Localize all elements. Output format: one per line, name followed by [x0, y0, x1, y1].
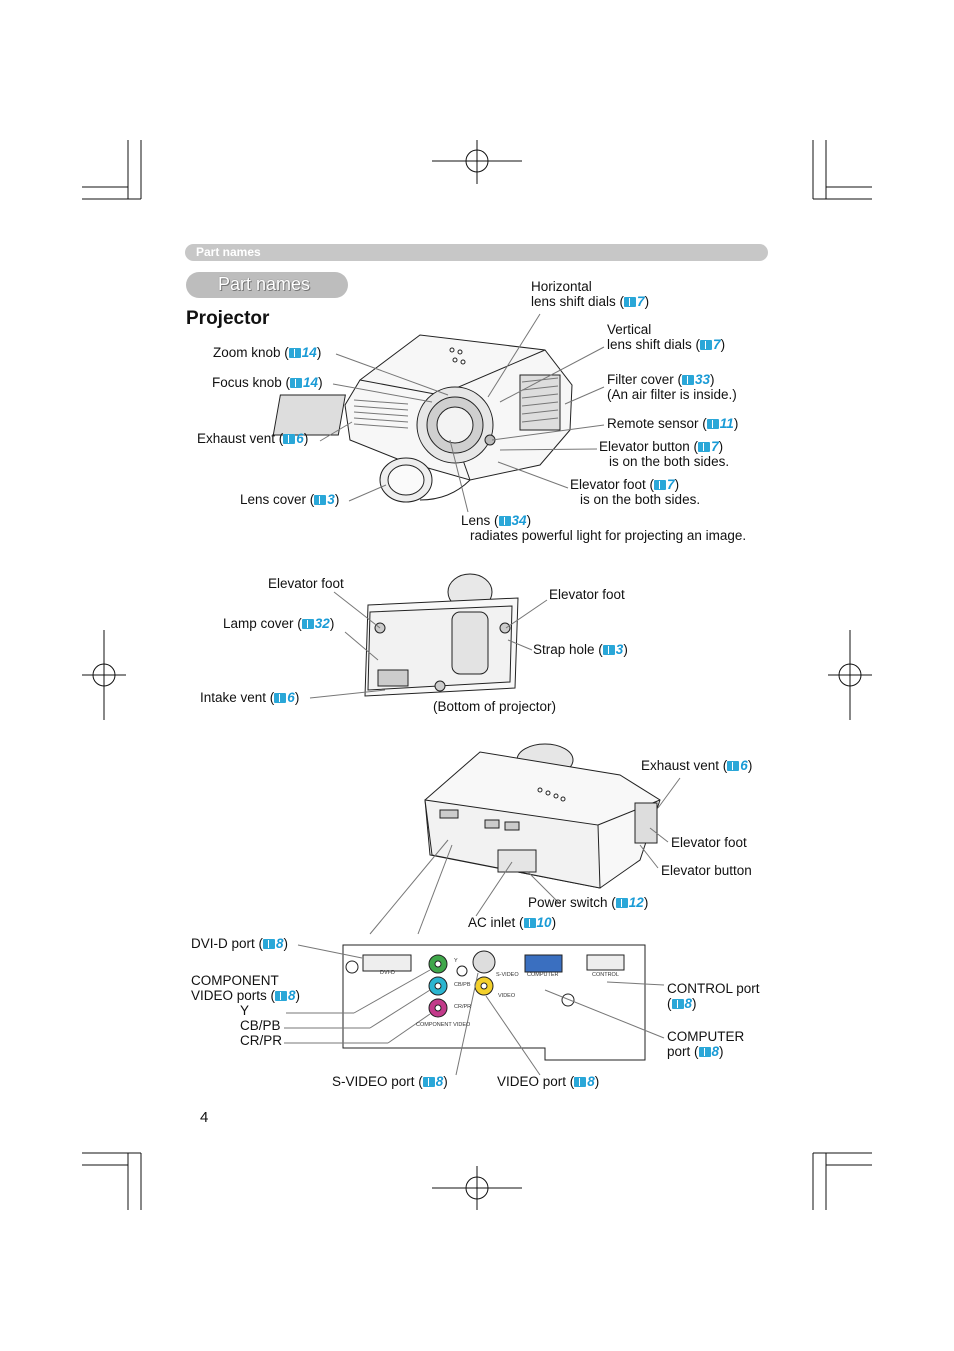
page-ref: 8	[422, 1074, 443, 1089]
page-ref: 8	[263, 936, 284, 951]
page-number: 4	[200, 1109, 209, 1126]
panel-label-video: VIDEO	[498, 993, 516, 999]
label-elevator-foot-front: Elevator foot (7) is on the both sides.	[570, 477, 701, 507]
book-icon	[274, 693, 287, 703]
label-lens: Lens (34) radiates powerful light for pr…	[461, 513, 747, 543]
book-icon	[290, 378, 303, 388]
label-remote-sensor: Remote sensor (11)	[607, 416, 739, 431]
label-strap-hole: Strap hole (3)	[533, 642, 628, 657]
page-ref: 6	[727, 758, 748, 773]
label-s-video-port: S-VIDEO port (8)	[332, 1074, 448, 1089]
label-focus-knob: Focus knob (14)	[212, 375, 323, 390]
book-icon	[615, 898, 628, 908]
page-ref: 6	[274, 690, 295, 705]
book-icon	[288, 348, 301, 358]
panel-label-y: Y	[454, 958, 458, 964]
book-icon	[671, 999, 684, 1009]
book-icon	[602, 645, 615, 655]
rear-view-drawing	[424, 743, 661, 889]
page-ref: 6	[283, 431, 304, 446]
book-icon	[523, 918, 536, 928]
page-ref: 3	[602, 642, 623, 657]
book-icon	[574, 1077, 587, 1087]
book-icon	[698, 1047, 711, 1057]
label-horizontal-lens-shift: Horizontal lens shift dials (7)	[531, 279, 650, 309]
page-ref: 8	[698, 1044, 719, 1059]
book-icon	[706, 419, 719, 429]
book-icon	[498, 516, 511, 526]
book-icon	[700, 340, 713, 350]
book-icon	[422, 1077, 435, 1087]
running-header: Part names	[185, 244, 768, 261]
label-exhaust-vent-rear: Exhaust vent (6)	[641, 758, 753, 773]
page-ref: 8	[671, 996, 692, 1011]
book-icon	[314, 495, 327, 505]
front-view-drawing	[272, 334, 573, 503]
book-icon	[275, 991, 288, 1001]
page-ref: 33	[682, 372, 710, 387]
panel-label-control: CONTROL	[592, 972, 619, 978]
label-control-port: CONTROL port (8)	[667, 981, 760, 1011]
bottom-view-drawing	[364, 573, 519, 697]
label-elevator-foot-bottom-left: Elevator foot	[268, 576, 344, 591]
label-power-switch: Power switch (12)	[528, 895, 649, 910]
section-title-pill: Part names	[186, 272, 348, 298]
panel-label-cr: CR/PR	[454, 1004, 472, 1010]
page-ref: 34	[498, 513, 527, 528]
label-computer-port: COMPUTER port (8)	[667, 1029, 745, 1059]
page-ref: 11	[706, 416, 734, 431]
page-ref: 14	[288, 345, 317, 360]
label-intake-vent: Intake vent (6)	[200, 690, 300, 705]
label-zoom-knob: Zoom knob (14)	[213, 345, 322, 360]
label-elevator-button-rear: Elevator button	[661, 863, 752, 878]
panel-label-computer: COMPUTER	[527, 972, 559, 978]
label-elevator-foot-bottom-right: Elevator foot	[549, 587, 625, 602]
page-ref: 7	[698, 439, 719, 454]
book-icon	[698, 442, 711, 452]
page-ref: 10	[523, 915, 552, 930]
section-title: Part names	[218, 274, 311, 294]
label-elevator-button-front: Elevator button (7) is on the both sides…	[599, 439, 730, 469]
page-ref: 32	[301, 616, 330, 631]
heading-projector: Projector	[186, 308, 270, 329]
panel-label-dvi: DVI-D	[380, 970, 395, 976]
panel-label-svideo: S-VIDEO	[496, 972, 519, 978]
label-video-port: VIDEO port (8)	[497, 1074, 600, 1089]
label-ac-inlet: AC inlet (10)	[468, 915, 557, 930]
page-ref: 7	[624, 294, 645, 309]
book-icon	[682, 375, 695, 385]
book-icon	[263, 939, 276, 949]
book-icon	[283, 434, 296, 444]
page-ref: 7	[654, 477, 675, 492]
page-ref: 3	[314, 492, 335, 507]
book-icon	[654, 480, 667, 490]
page-ref: 8	[275, 988, 296, 1003]
book-icon	[727, 761, 740, 771]
connector-panel-drawing	[342, 944, 646, 1061]
caption-bottom-of-projector: (Bottom of projector)	[433, 699, 557, 714]
page-ref: 8	[574, 1074, 595, 1089]
label-exhaust-vent-front: Exhaust vent (6)	[197, 431, 309, 446]
label-elevator-foot-rear: Elevator foot	[671, 835, 747, 850]
page-ref: 7	[700, 337, 721, 352]
running-header-label: Part names	[196, 245, 261, 259]
label-dvi-d-port: DVI-D port (8)	[191, 936, 289, 951]
page-ref: 12	[615, 895, 644, 910]
label-component-video-ports: COMPONENT VIDEO ports (8) Y CB/PB CR/PR	[191, 973, 301, 1048]
label-lamp-cover: Lamp cover (32)	[223, 616, 335, 631]
label-lens-cover: Lens cover (3)	[240, 492, 340, 507]
book-icon	[301, 619, 314, 629]
label-vertical-lens-shift: Vertical lens shift dials (7)	[607, 322, 726, 352]
panel-label-cb: CB/PB	[454, 982, 471, 988]
panel-label-component: COMPONENT VIDEO	[416, 1022, 471, 1028]
label-filter-cover: Filter cover (33) (An air filter is insi…	[607, 372, 737, 402]
page-ref: 14	[290, 375, 318, 390]
book-icon	[624, 297, 637, 307]
